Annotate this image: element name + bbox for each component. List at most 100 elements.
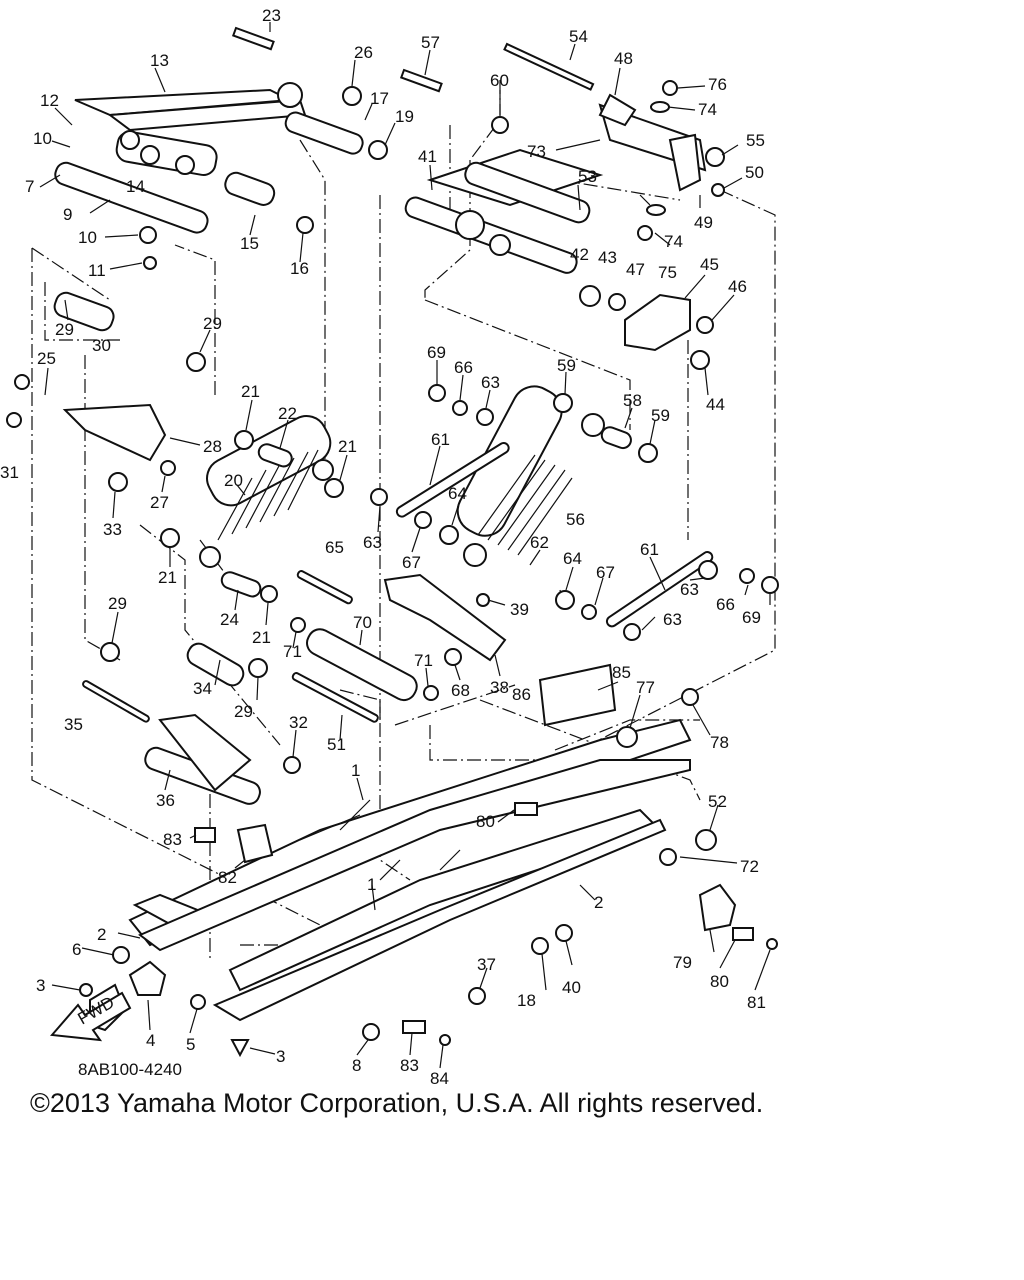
callout-43: 43 [598, 248, 617, 267]
callout-69-lower: 69 [742, 608, 761, 627]
callout-50: 50 [745, 163, 764, 182]
drawing-code: 8AB100-4240 [78, 1060, 182, 1079]
callout-32: 32 [289, 713, 308, 732]
callout-78: 78 [710, 733, 729, 752]
callout-12: 12 [40, 91, 59, 110]
callout-65: 65 [325, 538, 344, 557]
callout-64-lower: 64 [563, 549, 582, 568]
callout-2-right: 2 [594, 893, 603, 912]
callout-29-upper-left: 29 [55, 320, 74, 339]
callout-8: 8 [352, 1056, 361, 1075]
rail-sliders [138, 759, 691, 1022]
front-lower-arm [82, 642, 261, 805]
callout-46: 46 [728, 277, 747, 296]
callout-16: 16 [290, 259, 309, 278]
callout-67-left: 67 [402, 553, 421, 572]
callout-80-right: 80 [710, 972, 729, 991]
callout-10-upper: 10 [33, 129, 52, 148]
callout-numbers: 23 26 57 54 48 76 13 17 19 60 74 55 12 7… [0, 6, 766, 1088]
callout-85: 85 [612, 663, 631, 682]
callout-77: 77 [636, 678, 655, 697]
callout-14: 14 [126, 177, 145, 196]
callout-59-upper: 59 [557, 356, 576, 375]
callout-83-upper: 83 [163, 830, 182, 849]
callout-51: 51 [327, 735, 346, 754]
callout-79: 79 [673, 953, 692, 972]
callout-42: 42 [570, 245, 589, 264]
callout-75: 75 [658, 263, 677, 282]
callout-19: 19 [395, 107, 414, 126]
front-upper-arm-assembly [54, 82, 364, 234]
callout-29-middle: 29 [108, 594, 127, 613]
callout-25: 25 [37, 349, 56, 368]
callout-13: 13 [150, 51, 169, 70]
callout-5: 5 [186, 1035, 195, 1054]
callout-68: 68 [451, 681, 470, 700]
callout-21-a: 21 [241, 382, 260, 401]
callout-34: 34 [193, 679, 212, 698]
callout-1-lower: 1 [367, 875, 376, 894]
callout-39: 39 [510, 600, 529, 619]
callout-11: 11 [88, 261, 106, 280]
callout-67-right: 67 [596, 563, 615, 582]
callout-56: 56 [566, 510, 585, 529]
callout-3-bottom: 3 [276, 1047, 285, 1066]
callout-54: 54 [569, 27, 588, 46]
callout-3-left: 3 [36, 976, 45, 995]
callout-55: 55 [746, 131, 765, 150]
rear-upper-arm-assembly [404, 93, 707, 274]
rear-shock-absorber [456, 385, 605, 567]
callout-83-lower: 83 [400, 1056, 419, 1075]
callout-63-upper: 63 [481, 373, 500, 392]
callout-20: 20 [224, 471, 243, 490]
callout-84: 84 [430, 1069, 449, 1088]
callout-30: 30 [92, 336, 111, 355]
callout-7: 7 [25, 177, 34, 196]
callout-71-left: 71 [283, 642, 302, 661]
callout-1-upper: 1 [351, 761, 360, 780]
callout-76: 76 [708, 75, 727, 94]
callout-27: 27 [150, 493, 169, 512]
callout-74-lower: 74 [664, 232, 683, 251]
callout-17: 17 [370, 89, 389, 108]
callout-36: 36 [156, 791, 175, 810]
callout-9: 9 [63, 205, 72, 224]
callout-29-lower: 29 [234, 702, 253, 721]
callout-35: 35 [64, 715, 83, 734]
callout-69-upper: 69 [427, 343, 446, 362]
callout-24: 24 [220, 610, 239, 629]
callout-33: 33 [103, 520, 122, 539]
callout-81: 81 [747, 993, 766, 1012]
callout-21-b: 21 [338, 437, 357, 456]
callout-62: 62 [530, 533, 549, 552]
callout-45: 45 [700, 255, 719, 274]
callout-22: 22 [278, 404, 297, 423]
callout-64-upper: 64 [448, 484, 467, 503]
callout-21-c: 21 [158, 568, 177, 587]
callout-40: 40 [562, 978, 581, 997]
callout-57: 57 [421, 33, 440, 52]
callout-80-middle: 80 [476, 812, 495, 831]
callout-leaders [39, 22, 771, 1069]
callout-21-d: 21 [252, 628, 271, 647]
callout-63-left: 63 [363, 533, 382, 552]
callout-63-lower-right: 63 [663, 610, 682, 629]
callout-61-upper: 61 [431, 430, 450, 449]
callout-63-right: 63 [680, 580, 699, 599]
suspension-exploded-diagram: FWD 23 26 57 54 48 76 13 17 19 60 74 55 … [0, 6, 779, 1088]
callout-2-left: 2 [97, 925, 106, 944]
rear-pivot-arm [291, 570, 507, 723]
callout-66-upper: 66 [454, 358, 473, 377]
callout-82: 82 [218, 868, 237, 887]
callout-31: 31 [0, 463, 19, 482]
front-shock-absorber [199, 415, 334, 568]
callout-59-right: 59 [651, 406, 670, 425]
callout-71-right: 71 [414, 651, 433, 670]
link-rods [395, 442, 714, 628]
callout-73: 73 [527, 142, 546, 161]
callout-74-upper: 74 [698, 100, 717, 119]
callout-44: 44 [706, 395, 725, 414]
callout-18: 18 [517, 991, 536, 1010]
callout-49: 49 [694, 213, 713, 232]
callout-86: 86 [512, 685, 531, 704]
